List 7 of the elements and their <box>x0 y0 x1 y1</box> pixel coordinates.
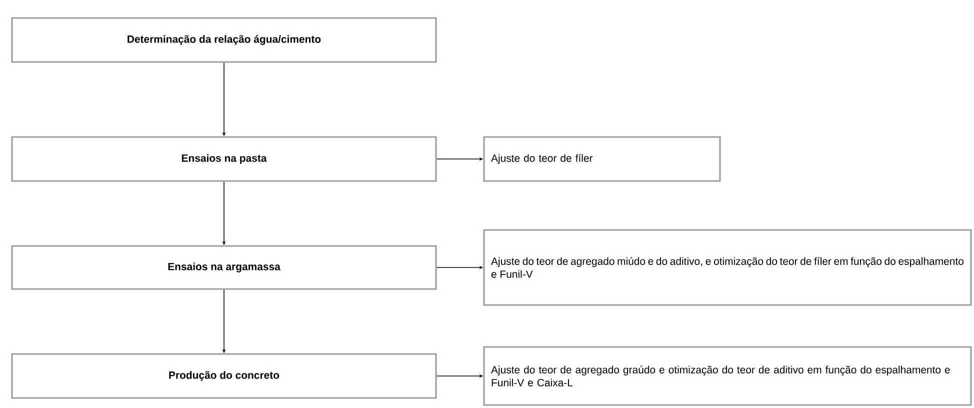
note-box: Ajuste do teor de agregado miúdo e do aditivo, e otimização do teor de fíler em função do espalhamento e Funil-V <box>483 229 972 306</box>
step-box: Produção do concreto <box>11 353 437 399</box>
step-box: Ensaios na argamassa <box>11 245 437 290</box>
step-box: Ensaios na pasta <box>11 136 437 182</box>
note-box: Ajuste do teor de fíler <box>483 136 721 182</box>
step-box: Determinação da relação água/cimento <box>11 17 437 63</box>
note-box: Ajuste do teor de agregado graúdo e otimização do teor de aditivo em função do espalhamento e Funil-V e Caixa-L <box>483 346 972 406</box>
